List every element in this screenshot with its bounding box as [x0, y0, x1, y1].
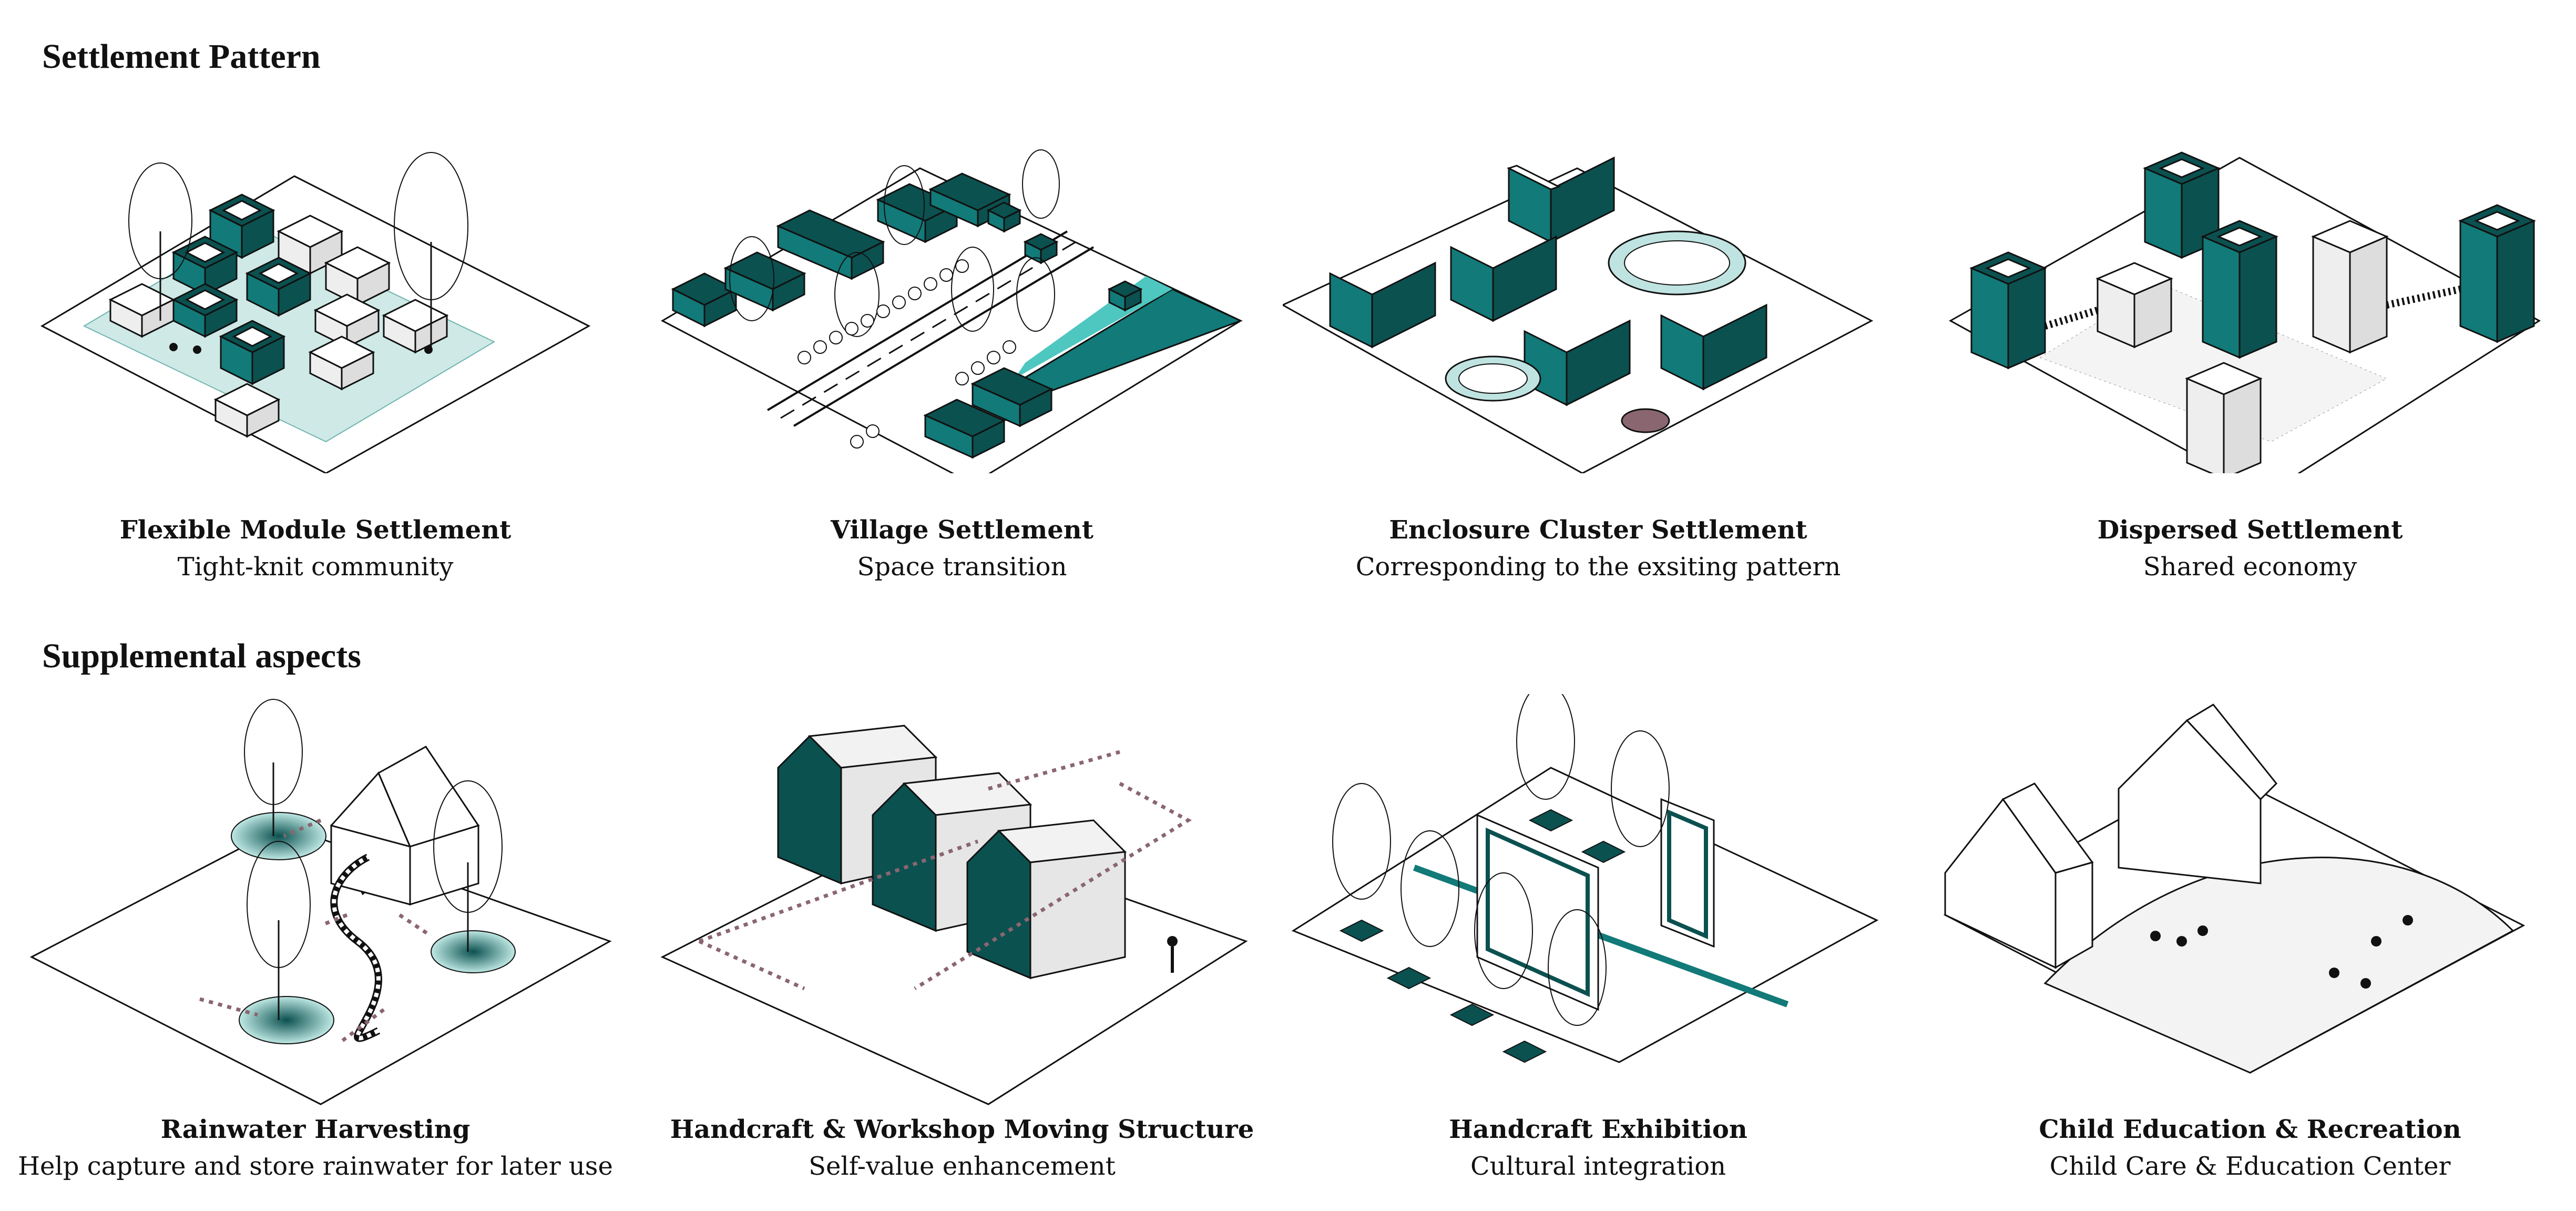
caption-title: Flexible Module Settlement	[119, 515, 512, 545]
caption-title: Rainwater Harvesting	[160, 1115, 471, 1144]
caption-title: Dispersed Settlement	[2097, 515, 2403, 545]
caption-subtitle: Space transition	[857, 552, 1067, 582]
supplemental-section-title: Supplemental aspects	[42, 637, 361, 675]
handcraft-exhibition-caption: Handcraft Exhibition Cultural integratio…	[1283, 1115, 1914, 1181]
caption-subtitle: Corresponding to the exsiting pattern	[1355, 552, 1841, 582]
flexible-module-caption: Flexible Module Settlement Tight-knit co…	[0, 515, 631, 582]
caption-subtitle: Help capture and store rainwater for lat…	[18, 1152, 613, 1181]
caption-subtitle: Tight-knit community	[177, 552, 454, 582]
caption-subtitle: Cultural integration	[1470, 1152, 1726, 1181]
caption-title: Handcraft Exhibition	[1449, 1115, 1747, 1144]
caption-title: Enclosure Cluster Settlement	[1389, 515, 1807, 545]
settlement-section-title: Settlement Pattern	[42, 37, 321, 76]
caption-subtitle: Self-value enhancement	[809, 1152, 1116, 1181]
dispersed-settlement-caption: Dispersed Settlement Shared economy	[1935, 515, 2565, 582]
child-education-caption: Child Education & Recreation Child Care …	[1935, 1115, 2565, 1181]
caption-title: Village Settlement	[831, 515, 1093, 545]
enclosure-cluster-caption: Enclosure Cluster Settlement Correspondi…	[1283, 515, 1914, 582]
workshop-moving-structure-caption: Handcraft & Workshop Moving Structure Se…	[647, 1115, 1277, 1181]
caption-subtitle: Child Care & Education Center	[2049, 1152, 2451, 1181]
rainwater-harvesting-caption: Rainwater Harvesting Help capture and st…	[0, 1115, 631, 1181]
caption-title: Handcraft & Workshop Moving Structure	[670, 1115, 1254, 1144]
village-settlement-caption: Village Settlement Space transition	[647, 515, 1277, 582]
caption-title: Child Education & Recreation	[2039, 1115, 2461, 1144]
caption-subtitle: Shared economy	[2143, 552, 2357, 582]
